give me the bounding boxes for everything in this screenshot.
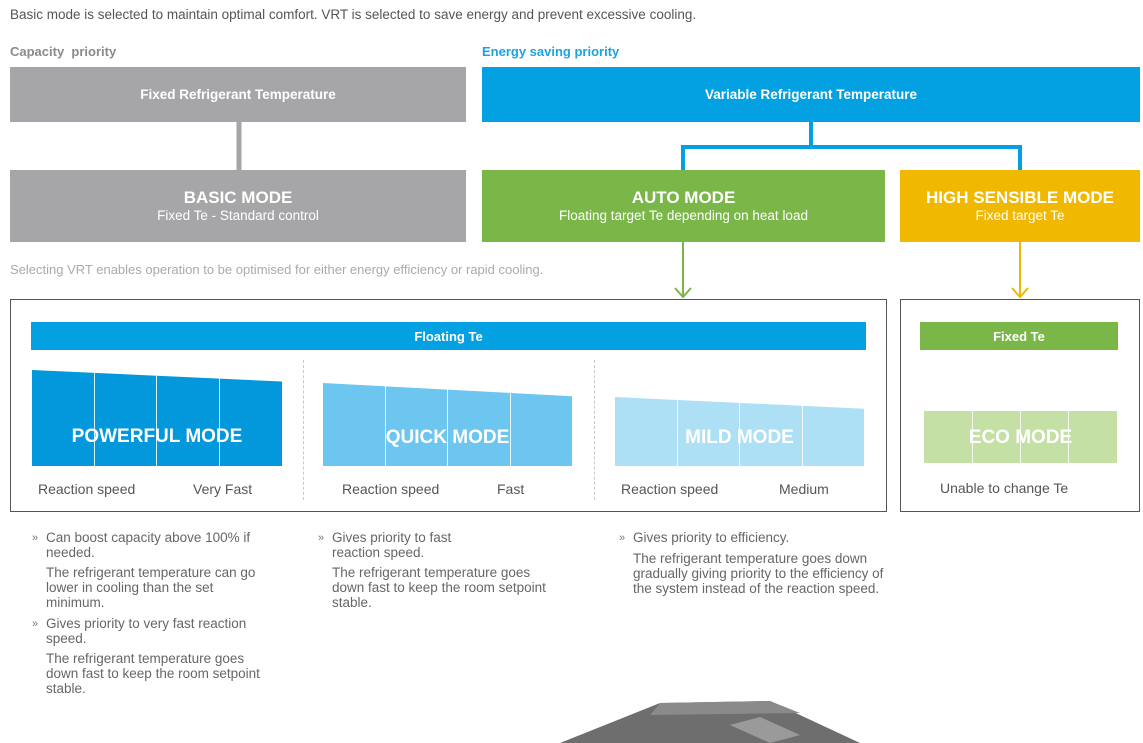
floating-te-bar: Floating Te xyxy=(31,322,866,350)
mild-mode-block: MILD MODE xyxy=(615,397,864,466)
quick-reaction-value: Fast xyxy=(497,481,525,497)
floating-te-label: Floating Te xyxy=(414,328,483,344)
hsm-arrow-head xyxy=(1011,287,1029,299)
fixed-te-bar: Fixed Te xyxy=(920,322,1118,350)
eco-mode-label: ECO MODE xyxy=(968,427,1073,448)
quick-para-1: The refrigerant temperature goes down fa… xyxy=(332,565,546,610)
bullet-mark: » xyxy=(318,532,325,544)
divider-2 xyxy=(594,360,595,500)
basic-mode-box: BASIC MODE Fixed Te - Standard control xyxy=(10,170,466,242)
high-sensible-mode-title: HIGH SENSIBLE MODE xyxy=(926,188,1114,207)
variable-refrigerant-temperature-label: Variable Refrigerant Temperature xyxy=(704,87,918,102)
high-sensible-mode-subtitle: Fixed target Te xyxy=(975,208,1065,223)
powerful-para-2: The refrigerant temperature goes down fa… xyxy=(46,651,260,696)
mild-bullet-1: » Gives priority to efficiency. xyxy=(619,530,891,546)
floating-te-panel xyxy=(10,299,887,512)
mild-reaction-label: Reaction speed xyxy=(621,481,719,497)
auto-mode-title: AUTO MODE xyxy=(631,188,736,207)
basic-mode-subtitle: Fixed Te - Standard control xyxy=(157,208,319,223)
vrt-note: Selecting VRT enables operation to be op… xyxy=(10,262,544,277)
energy-saving-priority-label: Energy saving priority xyxy=(482,44,620,59)
variable-refrigerant-temperature-bar: Variable Refrigerant Temperature xyxy=(482,67,1140,122)
powerful-reaction-label: Reaction speed xyxy=(38,481,136,497)
bullet-mark: » xyxy=(32,618,39,630)
fixed-refrigerant-temperature-label: Fixed Refrigerant Temperature xyxy=(140,87,336,102)
bullet-mark: » xyxy=(32,532,39,544)
mild-bullet-1-text: Gives priority to efficiency. xyxy=(633,530,790,545)
powerful-para-1: The refrigerant temperature can go lower… xyxy=(46,565,256,610)
quick-description: » Gives priority to fast reaction speed.… xyxy=(318,530,562,610)
auto-arrow-head xyxy=(674,287,692,299)
powerful-description: » Can boost capacity above 100% if neede… xyxy=(32,530,272,696)
powerful-bullet-2-text: Gives priority to very fast reaction spe… xyxy=(46,616,247,646)
powerful-mode-block: POWERFUL MODE xyxy=(32,370,282,466)
powerful-bullet-1-text: Can boost capacity above 100% if needed. xyxy=(46,530,251,560)
fixed-te-label: Fixed Te xyxy=(993,328,1045,344)
auto-mode-subtitle: Floating target Te depending on heat loa… xyxy=(559,208,808,223)
mild-para-1: The refrigerant temperature goes down gr… xyxy=(633,551,884,596)
fixed-refrigerant-temperature-bar: Fixed Refrigerant Temperature xyxy=(10,67,466,122)
powerful-mode-label: POWERFUL MODE xyxy=(71,426,243,447)
quick-mode-label: QUICK MODE xyxy=(385,426,510,448)
auto-mode-box: AUTO MODE Floating target Te depending o… xyxy=(482,170,885,242)
indoor-unit-illustration xyxy=(560,701,860,743)
intro-text: Basic mode is selected to maintain optim… xyxy=(10,7,697,22)
powerful-bullet-1: » Can boost capacity above 100% if neede… xyxy=(32,530,272,560)
mild-reaction-value: Medium xyxy=(779,481,829,497)
quick-mode-block: QUICK MODE xyxy=(323,383,572,466)
fixed-te-panel xyxy=(900,299,1140,512)
divider-1 xyxy=(303,360,304,500)
quick-bullet-1-text: Gives priority to fast reaction speed. xyxy=(332,530,452,560)
powerful-bullet-2: » Gives priority to very fast reaction s… xyxy=(32,616,272,646)
mild-description: » Gives priority to efficiency. The refr… xyxy=(619,530,891,596)
high-sensible-mode-box: HIGH SENSIBLE MODE Fixed target Te xyxy=(900,170,1140,242)
mild-mode-label: MILD MODE xyxy=(685,426,794,448)
basic-mode-title: BASIC MODE xyxy=(183,188,293,207)
quick-bullet-1: » Gives priority to fast reaction speed. xyxy=(318,530,562,560)
powerful-reaction-value: Very Fast xyxy=(193,481,253,497)
capacity-priority-label: Capacity priority xyxy=(10,44,117,59)
bullet-mark: » xyxy=(619,532,626,544)
eco-mode-block: ECO MODE xyxy=(924,411,1117,463)
eco-mode-note: Unable to change Te xyxy=(940,480,1069,496)
quick-reaction-label: Reaction speed xyxy=(342,481,440,497)
